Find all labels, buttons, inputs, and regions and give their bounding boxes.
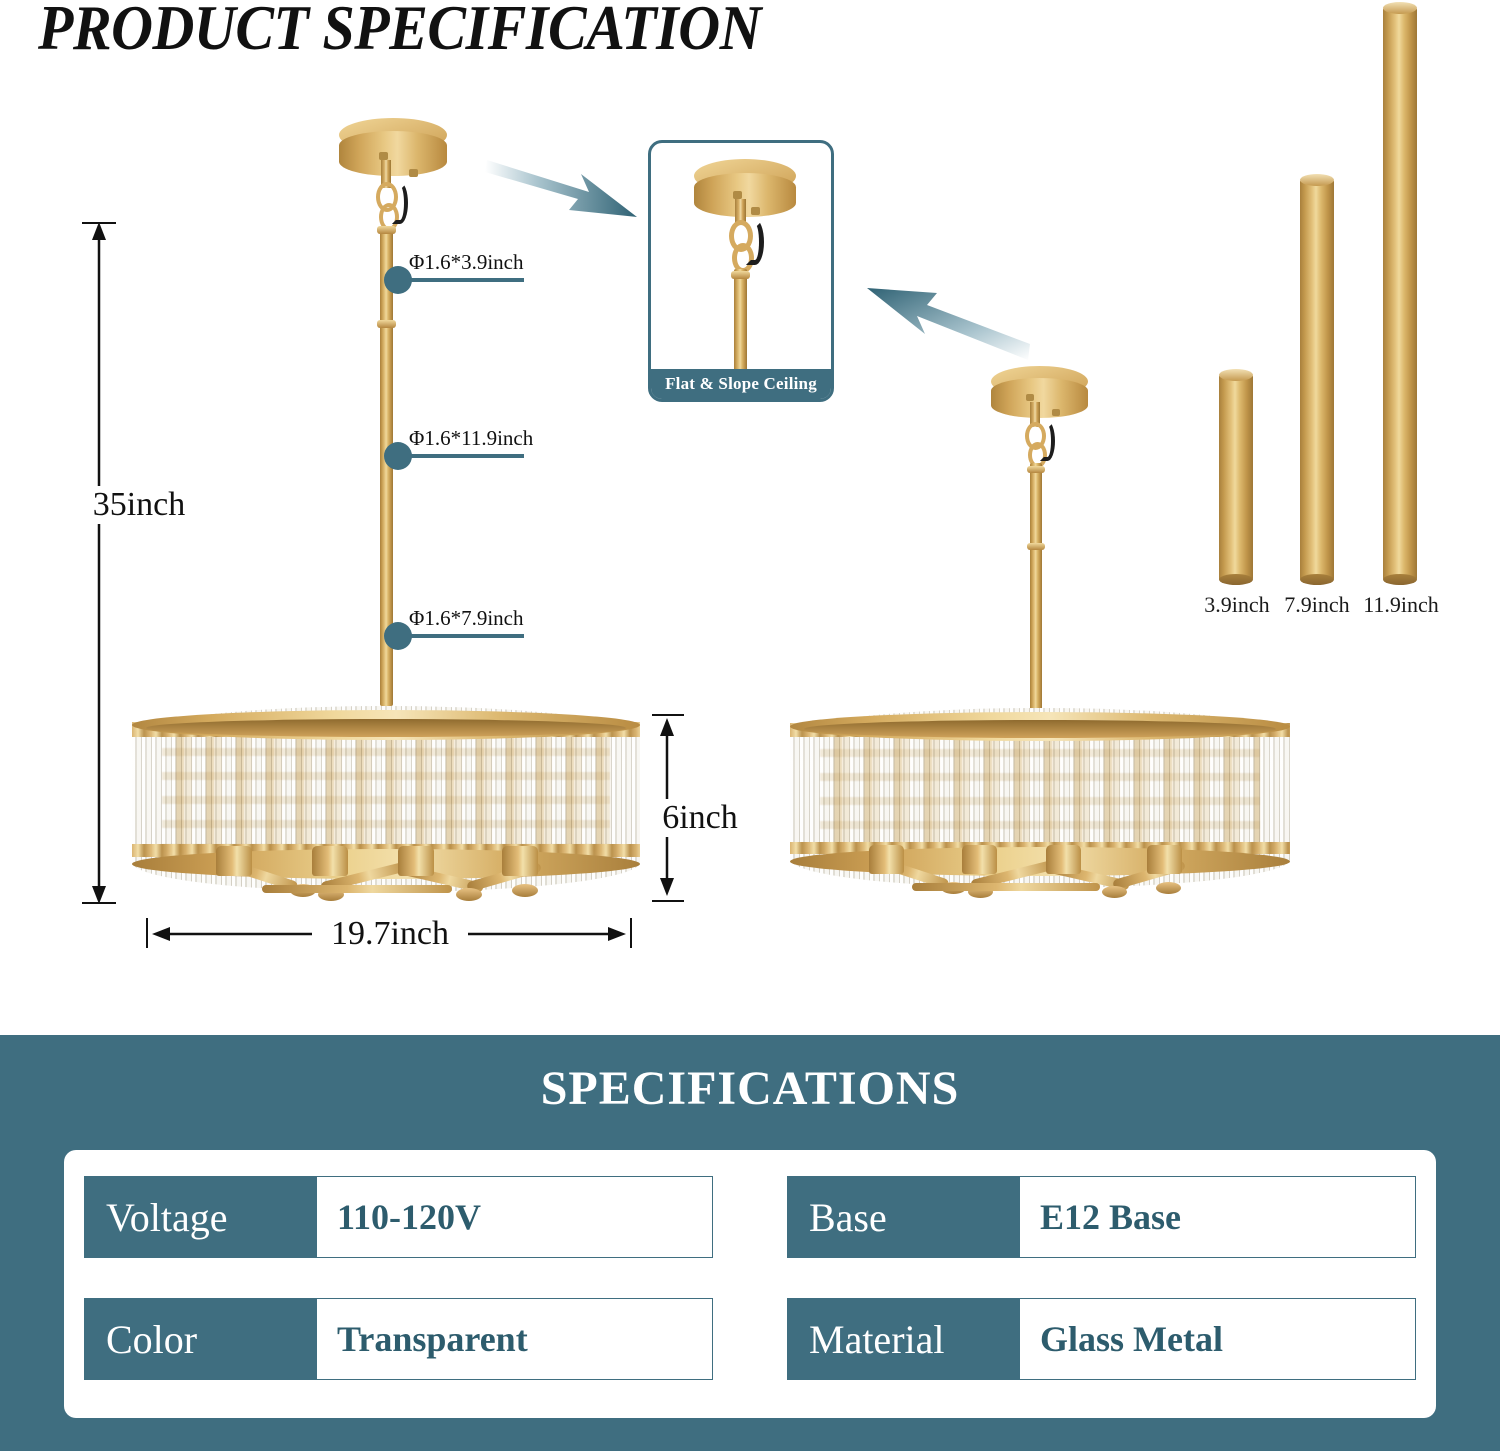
right-downrod-collar-top <box>1027 466 1045 473</box>
inset-caption: Flat & Slope Ceiling <box>651 369 831 399</box>
lamp-socket-4 <box>502 846 538 876</box>
rod-label-3-9: 3.9inch <box>1204 592 1270 617</box>
rod-sample-3-9-bottom <box>1219 574 1253 585</box>
spec-key-voltage: Voltage <box>84 1176 316 1258</box>
left-crystal-drum <box>132 706 640 892</box>
right-lamp-foot-4 <box>1102 886 1127 898</box>
callout-leader-line <box>404 634 524 638</box>
right-lamp-socket-3 <box>1046 845 1081 874</box>
specifications-card: Voltage 110-120V Base E12 Base Color Tra… <box>64 1150 1436 1418</box>
right-wire <box>1040 421 1055 461</box>
spec-row-base: Base E12 Base <box>787 1176 1416 1258</box>
height-dimension-label: 35inch <box>84 486 194 524</box>
height-tick-top <box>82 222 116 224</box>
inset-downrod <box>734 269 747 375</box>
callout-label: Φ1.6*11.9inch <box>409 426 534 450</box>
inner-gold-structure <box>820 733 1260 852</box>
lamp-foot-5 <box>512 884 538 897</box>
drum-top-rim-inner <box>146 719 626 737</box>
spec-key-color: Color <box>84 1298 316 1380</box>
right-downrod-collar-mid <box>1027 543 1045 550</box>
lamp-socket-3 <box>398 846 434 876</box>
drum-height-label: 6inch <box>650 799 750 837</box>
left-downrod <box>380 226 393 706</box>
canopy-wire <box>392 182 408 224</box>
callout-label: Φ1.6*7.9inch <box>409 606 524 630</box>
width-tick-right <box>630 918 632 948</box>
arrow-to-inset-icon <box>485 160 637 217</box>
inset-illustration <box>651 143 831 399</box>
height-tick-bottom <box>82 902 116 904</box>
canopy-screw-left <box>379 152 388 160</box>
height-dimension-arrow <box>92 222 106 904</box>
inset-downrod-collar <box>731 271 750 279</box>
rod-label-11-9: 11.9inch <box>1363 592 1439 617</box>
spec-value-material: Glass Metal <box>1019 1298 1416 1380</box>
right-lamp-socket-2 <box>962 845 997 874</box>
lamp-socket-2 <box>312 846 348 876</box>
canopy-screw-right <box>409 169 418 177</box>
rod-sample-11-9-bottom <box>1383 574 1417 585</box>
drum-top-rim-inner <box>804 720 1276 738</box>
right-lamp-foot-5 <box>1156 882 1181 894</box>
right-downrod <box>1030 463 1042 725</box>
drum-tick-bottom <box>652 900 684 902</box>
specifications-panel: SPECIFICATIONS Voltage 110-120V Base E12… <box>0 1035 1500 1451</box>
lamp-crossbar <box>262 885 452 893</box>
right-stem <box>1030 402 1040 427</box>
spec-row-material: Material Glass Metal <box>787 1298 1416 1380</box>
drum-tick-top <box>652 714 684 716</box>
inset-stem <box>735 199 746 225</box>
inner-gold-structure <box>162 732 610 855</box>
flat-slope-ceiling-inset: Flat & Slope Ceiling <box>648 140 834 402</box>
spec-key-base: Base <box>787 1176 1019 1258</box>
width-dimension-label: 19.7inch <box>312 915 468 953</box>
right-lamp-crossbar <box>912 883 1100 891</box>
inset-wire <box>746 219 764 265</box>
spec-row-voltage: Voltage 110-120V <box>84 1176 713 1258</box>
spec-value-voltage: 110-120V <box>316 1176 713 1258</box>
page-title: PRODUCT SPECIFICATION <box>38 0 762 63</box>
inset-canopy-screw-right <box>751 207 760 215</box>
callout-label: Φ1.6*3.9inch <box>409 250 524 274</box>
lamp-socket-1 <box>216 846 252 876</box>
specifications-grid: Voltage 110-120V Base E12 Base Color Tra… <box>84 1176 1416 1392</box>
rod-sample-3-9 <box>1219 375 1253 580</box>
rod-sample-7-9 <box>1300 180 1334 580</box>
right-crystal-drum <box>790 708 1290 888</box>
spec-value-base: E12 Base <box>1019 1176 1416 1258</box>
right-lamp-socket-1 <box>869 845 904 874</box>
inset-canopy-screw-left <box>733 191 742 199</box>
canopy-body <box>339 131 447 176</box>
right-canopy-screw-left <box>1026 394 1034 401</box>
specifications-heading: SPECIFICATIONS <box>540 1062 960 1115</box>
rod-sample-11-9-cap <box>1383 2 1417 14</box>
right-lamp-socket-4 <box>1147 845 1182 874</box>
left-downrod-collar-top <box>377 226 396 234</box>
rod-label-7-9: 7.9inch <box>1284 592 1350 617</box>
canopy-stem <box>381 160 391 188</box>
right-canopy-screw-right <box>1052 409 1060 416</box>
rod-sample-11-9 <box>1383 8 1417 580</box>
callout-leader-line <box>404 454 524 458</box>
callout-leader-line <box>404 278 524 282</box>
left-downrod-collar-mid <box>377 320 396 328</box>
rod-sample-7-9-bottom <box>1300 574 1334 585</box>
lamp-foot-4 <box>456 888 482 901</box>
spec-key-material: Material <box>787 1298 1019 1380</box>
width-tick-left <box>146 918 148 948</box>
spec-row-color: Color Transparent <box>84 1298 713 1380</box>
spec-value-color: Transparent <box>316 1298 713 1380</box>
arrow-from-right-fixture-icon <box>867 288 1030 360</box>
rod-sample-3-9-cap <box>1219 369 1253 381</box>
rod-sample-7-9-cap <box>1300 174 1334 186</box>
